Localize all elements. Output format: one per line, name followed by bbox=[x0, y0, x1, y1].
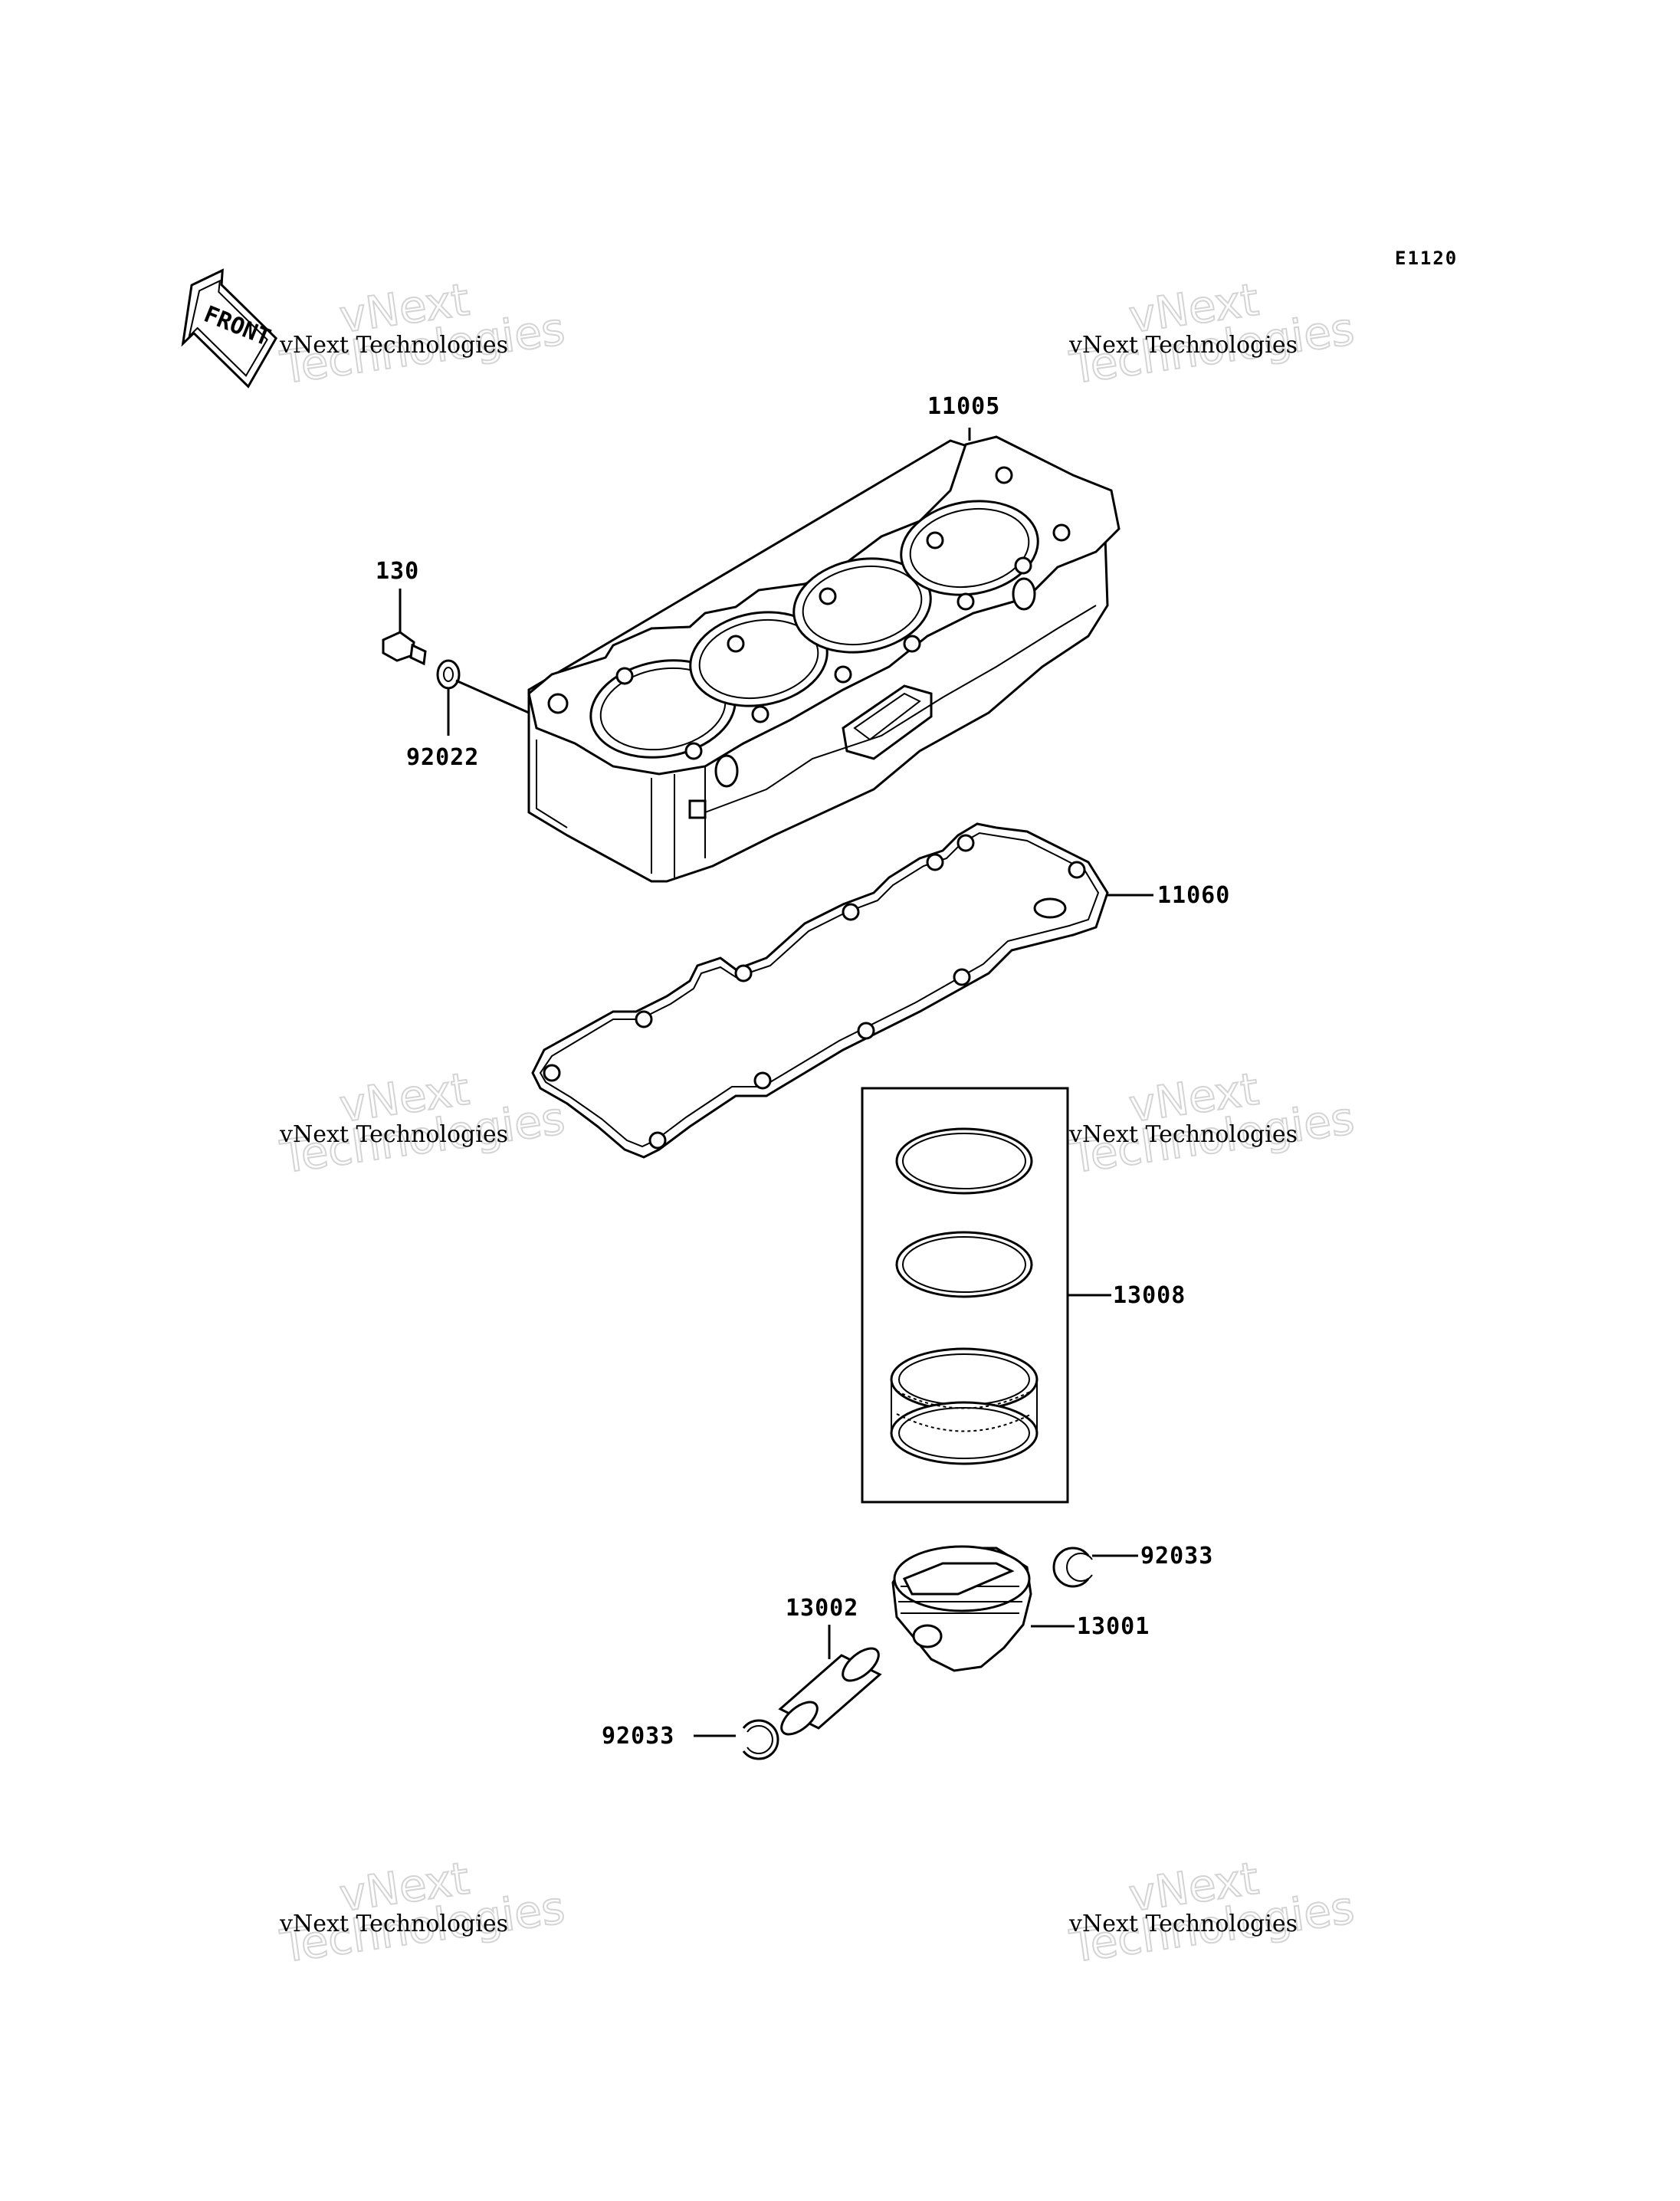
svg-text:vNext Technologies: vNext Technologies bbox=[279, 1911, 508, 1937]
part-label-130[interactable]: 130 bbox=[376, 558, 419, 585]
circlip-right-part[interactable] bbox=[1052, 1547, 1138, 1588]
washer-part[interactable] bbox=[436, 659, 530, 736]
bolt-part[interactable] bbox=[382, 589, 427, 666]
watermark-top-left: Technologies vNext vNext Technologies bbox=[276, 273, 568, 395]
piston-ring-set[interactable] bbox=[861, 1087, 1111, 1504]
part-label-11005[interactable]: 11005 bbox=[927, 393, 1000, 420]
piston-part[interactable] bbox=[891, 1545, 1075, 1672]
part-label-92022[interactable]: 92022 bbox=[406, 744, 479, 771]
part-label-92033-left[interactable]: 92033 bbox=[602, 1723, 674, 1750]
svg-text:vNext Technologies: vNext Technologies bbox=[279, 1121, 508, 1148]
watermark-mid-left: Technologies vNext vNext Technologies bbox=[276, 1062, 568, 1184]
part-label-92033-right[interactable]: 92033 bbox=[1140, 1543, 1213, 1570]
cylinder-block[interactable] bbox=[527, 428, 1121, 883]
part-label-11060[interactable]: 11060 bbox=[1157, 882, 1230, 909]
leader-92022-to-block bbox=[455, 679, 530, 714]
circlip-left-part[interactable] bbox=[694, 1719, 779, 1760]
svg-text:vNext Technologies: vNext Technologies bbox=[1068, 332, 1298, 359]
svg-text:vNext Technologies: vNext Technologies bbox=[1068, 1121, 1298, 1148]
piston-pin-part[interactable] bbox=[776, 1625, 884, 1740]
watermark-bottom-right: Technologies vNext vNext Technologies bbox=[1065, 1852, 1357, 1973]
front-arrow-icon: FRONT bbox=[181, 268, 278, 389]
watermark-bottom-left: Technologies vNext vNext Technologies bbox=[276, 1852, 568, 1973]
watermark-top-right: Technologies vNext vNext Technologies bbox=[1065, 273, 1357, 395]
part-label-13008[interactable]: 13008 bbox=[1113, 1282, 1186, 1309]
part-label-13001[interactable]: 13001 bbox=[1077, 1613, 1150, 1640]
part-label-13002[interactable]: 13002 bbox=[786, 1595, 858, 1622]
svg-text:vNext Technologies: vNext Technologies bbox=[1068, 1911, 1298, 1937]
page-code: E1120 bbox=[1395, 248, 1458, 269]
head-gasket[interactable] bbox=[531, 822, 1153, 1159]
svg-text:vNext Technologies: vNext Technologies bbox=[279, 332, 508, 359]
watermark-mid-right: Technologies vNext vNext Technologies bbox=[1065, 1062, 1357, 1184]
